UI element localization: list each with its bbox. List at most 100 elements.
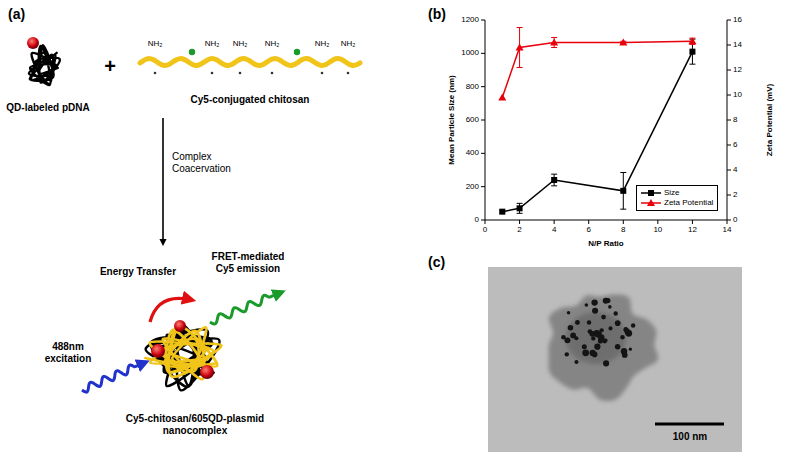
legend-item: Zeta Potential bbox=[641, 198, 713, 208]
tick-mark bbox=[657, 220, 658, 224]
tick-mark bbox=[588, 220, 589, 224]
quantum-dot-image bbox=[592, 352, 598, 358]
tick-mark bbox=[485, 220, 486, 224]
complex-chitosan bbox=[163, 327, 221, 372]
amine-label: NH₂ bbox=[341, 39, 356, 48]
quantum-dot-image bbox=[601, 315, 606, 320]
zeta-marker bbox=[688, 37, 696, 44]
axis-tick: 4 bbox=[552, 225, 556, 234]
axis-title: N/P Ratio bbox=[588, 239, 623, 248]
chart-panel bbox=[481, 20, 731, 224]
quantum-dot-image bbox=[592, 308, 598, 314]
quantum-dot-image bbox=[603, 298, 609, 304]
chart-legend: SizeZeta Potential bbox=[636, 185, 718, 211]
axis-tick: 8 bbox=[733, 115, 737, 124]
axis-tick: 200 bbox=[466, 182, 479, 191]
axis-tick: 12 bbox=[733, 65, 742, 74]
axis-tick: 2 bbox=[733, 190, 737, 199]
legend-text: Zeta Potential bbox=[664, 198, 713, 208]
amine-label: NH₂ bbox=[148, 39, 163, 48]
tem-background bbox=[488, 267, 742, 452]
charge-dot bbox=[239, 72, 242, 75]
tick-mark bbox=[481, 53, 485, 54]
tick-mark bbox=[727, 120, 731, 121]
size-marker bbox=[517, 205, 523, 211]
tick-mark bbox=[727, 95, 731, 96]
axis-tick: 2 bbox=[517, 225, 521, 234]
annotation-label: FRET-mediated Cy5 emission bbox=[204, 251, 292, 274]
quantum-dot-image bbox=[582, 349, 589, 356]
excitation-arrow bbox=[82, 362, 146, 392]
error-cap bbox=[551, 47, 557, 48]
tick-mark bbox=[727, 145, 731, 146]
zeta-marker bbox=[619, 39, 627, 46]
amine-label: NH₂ bbox=[233, 39, 248, 48]
tick-mark bbox=[727, 20, 731, 21]
error-cap bbox=[517, 27, 523, 28]
tick-mark bbox=[481, 186, 485, 187]
axis-tick: 12 bbox=[688, 225, 697, 234]
panel-label: (a) bbox=[8, 6, 25, 22]
quantum-dot-image bbox=[631, 323, 635, 327]
axis-tick: 600 bbox=[466, 115, 479, 124]
tick-mark bbox=[727, 45, 731, 46]
tick-mark bbox=[727, 70, 731, 71]
quantum-dot-image bbox=[589, 331, 595, 337]
zeta-line bbox=[502, 41, 692, 97]
quantum-dot-image bbox=[603, 360, 609, 366]
axis-tick: 400 bbox=[466, 149, 479, 158]
tick-mark bbox=[481, 120, 485, 121]
quantum-dot-image bbox=[608, 305, 612, 309]
quantum-dot-image bbox=[591, 336, 595, 340]
charge-dot bbox=[154, 72, 157, 75]
axis-tick: 800 bbox=[466, 82, 479, 91]
quantum-dot-image bbox=[574, 360, 578, 364]
annotation-label: 488nm excitation bbox=[38, 341, 98, 364]
chitosan-chain bbox=[140, 59, 360, 66]
axis-tick: 14 bbox=[733, 40, 742, 49]
error-cap bbox=[620, 209, 626, 210]
charge-dot bbox=[211, 72, 214, 75]
tick-mark bbox=[481, 86, 485, 87]
tick-mark bbox=[692, 220, 693, 224]
amine-label: NH₂ bbox=[265, 39, 280, 48]
quantum-dot-image bbox=[567, 311, 570, 314]
axis-tick: 1200 bbox=[461, 15, 479, 24]
tick-mark bbox=[519, 220, 520, 224]
quantum-dot-image bbox=[623, 327, 628, 332]
component-label: QD-labeled pDNA bbox=[6, 102, 89, 114]
legend-swatch bbox=[641, 189, 661, 197]
quantum-dot-image bbox=[615, 320, 621, 326]
axis-tick: 10 bbox=[733, 90, 742, 99]
axis-title: Zeta Potential (mV) bbox=[765, 84, 774, 156]
tick-mark bbox=[481, 20, 485, 21]
quantum-dot-image bbox=[620, 335, 625, 340]
quantum-dot-image bbox=[594, 344, 600, 350]
quantum-dot-image bbox=[629, 348, 632, 351]
amine-label: NH₂ bbox=[205, 39, 220, 48]
tem-panel bbox=[488, 267, 742, 452]
axis-tick: 0 bbox=[475, 215, 479, 224]
component-label: Cy5-chitosan/605QD-plasmid nanocomplex bbox=[115, 413, 275, 436]
tick-mark bbox=[727, 170, 731, 171]
quantum-dot-image bbox=[565, 352, 569, 356]
process-label: Complex Coacervation bbox=[172, 151, 247, 174]
zeta-marker bbox=[516, 44, 524, 51]
axis-tick: 4 bbox=[733, 165, 737, 174]
quantum-dot-image bbox=[575, 320, 580, 325]
error-cap bbox=[517, 67, 523, 68]
emission-arrow bbox=[210, 292, 282, 324]
component-label: Cy5-conjugated chitosan bbox=[191, 94, 310, 106]
axis-tick: 1000 bbox=[461, 49, 479, 58]
quantum-dot bbox=[151, 344, 165, 358]
tick-mark bbox=[727, 220, 731, 221]
quantum-dot-image bbox=[622, 352, 628, 358]
error-cap bbox=[551, 185, 557, 186]
size-marker bbox=[620, 188, 626, 194]
schematic-panel bbox=[27, 37, 360, 392]
quantum-dot bbox=[27, 37, 39, 49]
tick-mark bbox=[727, 195, 731, 196]
tick-mark bbox=[481, 153, 485, 154]
